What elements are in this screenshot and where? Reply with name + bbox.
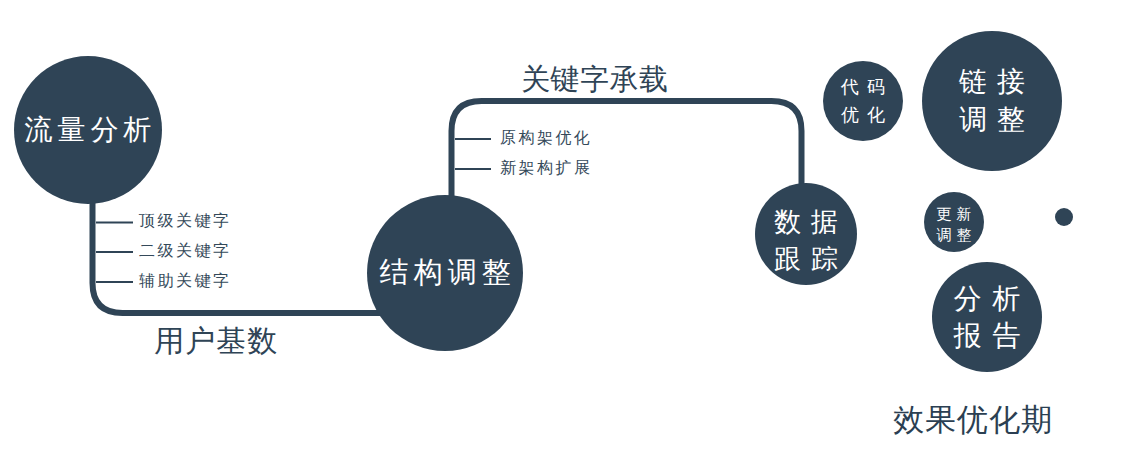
edge-structure-to-data	[452, 101, 802, 210]
node-data-tracking-line2: 跟踪	[764, 241, 848, 278]
node-code-optimization-line2: 优化	[833, 101, 893, 129]
node-analysis-report: 分析 报告	[932, 262, 1042, 372]
node-link-adjust: 链接 调整	[922, 31, 1062, 171]
node-code-optimization: 代码 优化	[823, 61, 903, 141]
node-link-adjust-line1: 链接	[949, 63, 1035, 101]
node-traffic-analysis: 流量分析	[14, 56, 162, 204]
caption-effect-optimization: 效果优化期	[893, 399, 1053, 441]
node-code-optimization-line1: 代码	[833, 73, 893, 101]
branch-label-top-keyword: 顶级关键字	[139, 211, 232, 232]
node-update-adjust: 更新 调整	[924, 192, 984, 252]
node-data-tracking-line1: 数据	[764, 204, 848, 241]
node-traffic-analysis-label: 流量分析	[20, 111, 157, 149]
branch-label-new-arch: 新架构扩展	[500, 158, 593, 179]
edge-label-user-base: 用户基数	[154, 321, 278, 362]
small-dot-marker	[1055, 208, 1073, 226]
node-structure-adjust: 结构调整	[367, 195, 523, 351]
edge-label-keyword-carry: 关键字承载	[521, 60, 669, 100]
branch-label-auxiliary-keyword: 辅助关键字	[139, 271, 232, 292]
branch-label-secondary-keyword: 二级关键字	[139, 241, 232, 262]
node-data-tracking: 数据 跟踪	[755, 183, 857, 285]
node-analysis-report-line1: 分析	[943, 280, 1032, 317]
node-structure-adjust-label: 结构调整	[375, 253, 516, 293]
node-update-adjust-line2: 调整	[932, 224, 977, 245]
node-analysis-report-line2: 报告	[943, 317, 1032, 354]
branch-label-original-arch: 原构架优化	[500, 128, 593, 149]
node-link-adjust-line2: 调整	[949, 101, 1035, 139]
node-update-adjust-line1: 更新	[932, 203, 977, 224]
